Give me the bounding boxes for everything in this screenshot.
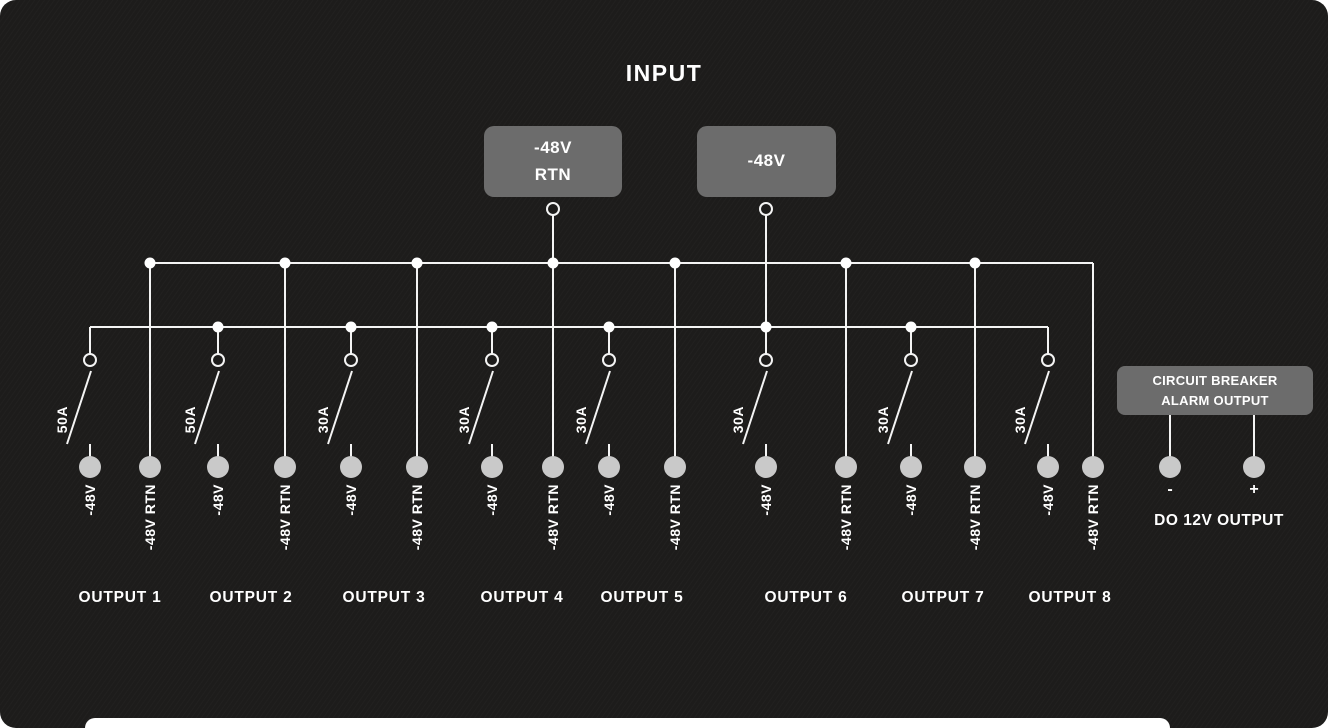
output-3-rtn-label: -48V RTN (409, 484, 425, 551)
alarm-plus-label: + (1249, 481, 1259, 498)
output-2-name: OUTPUT 2 (209, 589, 293, 606)
output-3-neg-terminal (340, 456, 362, 478)
output-1-rtn-terminal (139, 456, 161, 478)
output-5-name: OUTPUT 5 (600, 589, 684, 606)
input-connector-circles (546, 202, 773, 216)
output-1-neg-terminal (79, 456, 101, 478)
alarm-wires (1169, 415, 1255, 460)
output-5-rtn-terminal (664, 456, 686, 478)
output-5-breaker-rating: 30A (573, 406, 589, 434)
input-neg-box: -48V (697, 126, 836, 197)
output-5-rtn-label: -48V RTN (667, 484, 683, 551)
output-6-name: OUTPUT 6 (764, 589, 848, 606)
output-7-neg-terminal (900, 456, 922, 478)
output-5-neg-label: -48V (601, 484, 617, 516)
alarm-minus-label: - (1167, 481, 1173, 498)
input-rtn-box: -48V RTN (484, 126, 622, 197)
input-rtn-box-line1: -48V (534, 138, 572, 158)
junction-dots (144, 257, 981, 333)
output-7-name: OUTPUT 7 (901, 589, 985, 606)
output-6-neg-terminal (755, 456, 777, 478)
alarm-caption: DO 12V OUTPUT (1154, 512, 1284, 529)
output-2-neg-terminal (207, 456, 229, 478)
output-3-name: OUTPUT 3 (342, 589, 426, 606)
output-7-breaker-rating: 30A (875, 406, 891, 434)
output-3-neg-label: -48V (343, 484, 359, 516)
output-1-name: OUTPUT 1 (78, 589, 162, 606)
input-rtn-box-line2: RTN (534, 164, 572, 184)
bottom-card-edge (85, 718, 1170, 728)
output-3-breaker-rating: 30A (315, 406, 331, 434)
output-7-neg-label: -48V (903, 484, 919, 516)
output-4-neg-label: -48V (484, 484, 500, 516)
alarm-box-line2: ALARM OUTPUT (1161, 392, 1269, 408)
output-1-breaker-rating: 50A (54, 406, 70, 434)
output-4-rtn-terminal (542, 456, 564, 478)
output-6-neg-label: -48V (758, 484, 774, 516)
output-4-rtn-label: -48V RTN (545, 484, 561, 551)
output-8-rtn-label: -48V RTN (1085, 484, 1101, 551)
output-8-neg-label: -48V (1040, 484, 1056, 516)
output-4-name: OUTPUT 4 (480, 589, 564, 606)
output-1-neg-label: -48V (82, 484, 98, 516)
output-6-breaker-rating: 30A (730, 406, 746, 434)
rtn-bus (149, 262, 1094, 460)
output-2-breaker-rating: 50A (182, 406, 198, 434)
output-4-neg-terminal (481, 456, 503, 478)
output-4-breaker-rating: 30A (456, 406, 472, 434)
alarm-output-box: CIRCUIT BREAKER ALARM OUTPUT (1117, 366, 1313, 415)
alarm-minus-terminal (1159, 456, 1181, 478)
output-2-rtn-label: -48V RTN (277, 484, 293, 551)
output-5-neg-terminal (598, 456, 620, 478)
output-7-rtn-terminal (964, 456, 986, 478)
output-3-rtn-terminal (406, 456, 428, 478)
input-neg-box-line1: -48V (747, 151, 786, 171)
output-1-rtn-label: -48V RTN (142, 484, 158, 551)
output-7-rtn-label: -48V RTN (967, 484, 983, 551)
output-2-neg-label: -48V (210, 484, 226, 516)
output-8-neg-terminal (1037, 456, 1059, 478)
alarm-box-line1: CIRCUIT BREAKER (1152, 373, 1278, 388)
output-2-rtn-terminal (274, 456, 296, 478)
output-8-name: OUTPUT 8 (1028, 589, 1112, 606)
output-8-breaker-rating: 30A (1012, 406, 1028, 434)
neg-bus (89, 326, 1049, 354)
output-6-rtn-label: -48V RTN (838, 484, 854, 551)
breaker-switches (66, 353, 1055, 460)
alarm-plus-terminal (1243, 456, 1265, 478)
output-8-rtn-terminal (1082, 456, 1104, 478)
output-6-rtn-terminal (835, 456, 857, 478)
diagram-title: INPUT (625, 60, 703, 86)
